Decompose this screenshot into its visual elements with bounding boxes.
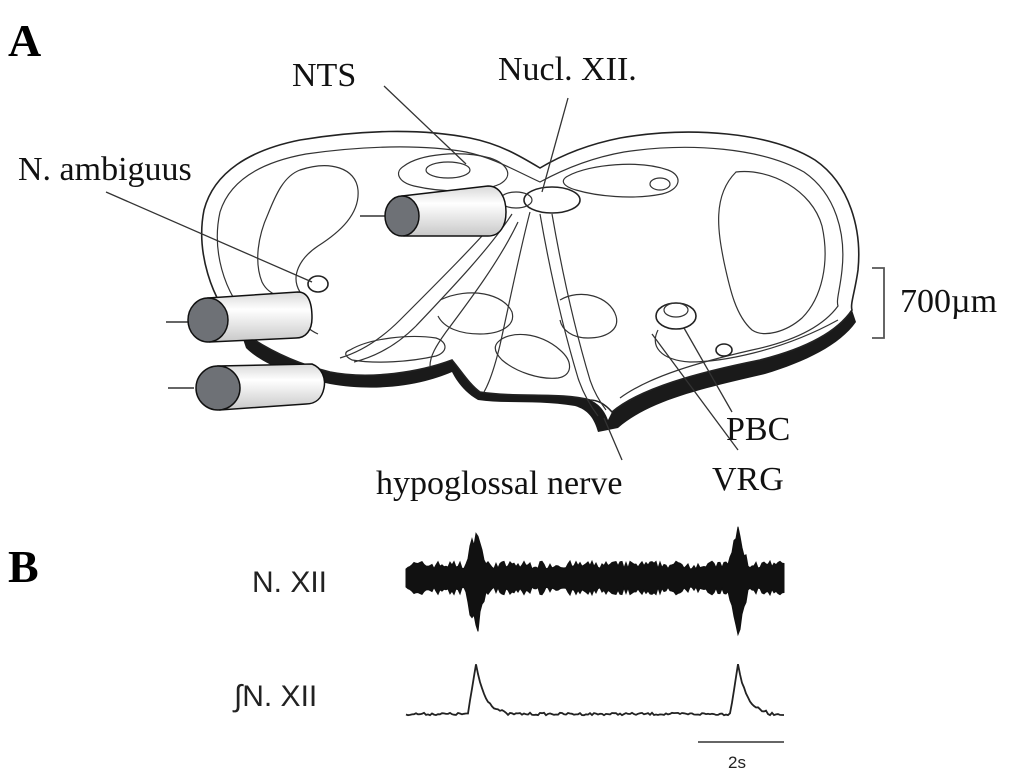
panel-b-letter: B — [8, 541, 39, 592]
trace-raw-label: N. XII — [252, 566, 327, 599]
label-scale: 700µm — [900, 283, 997, 320]
nts-nucleus-left — [426, 162, 470, 178]
midline-raphe-left — [484, 212, 530, 392]
leader-nts — [384, 86, 466, 164]
olive-right — [560, 294, 617, 338]
leader-n-ambiguus — [106, 192, 312, 282]
label-pbc: PBC — [726, 411, 790, 448]
label-nts: NTS — [292, 57, 356, 94]
electrode-top — [360, 186, 506, 236]
nucleus-ambiguus-marker — [308, 276, 328, 292]
right-lateral-region — [719, 172, 825, 334]
slice-inner-contour — [217, 147, 842, 398]
electrode-bottom — [168, 364, 325, 410]
left-lateral-region — [258, 166, 358, 297]
midline-raphe-inner — [540, 214, 598, 416]
olive-left — [438, 293, 513, 334]
time-scale-label: 2s — [728, 753, 746, 772]
integrated-nerve-trace — [406, 664, 784, 715]
label-vrg: VRG — [712, 461, 784, 498]
panel-b: B N. XII ∫N. XII 2s — [8, 527, 784, 772]
panel-a-letter: A — [8, 15, 41, 66]
electrode-middle — [166, 292, 312, 342]
label-n-ambiguus: N. ambiguus — [18, 151, 192, 188]
trace-int-label: ∫N. XII — [232, 680, 317, 713]
nts-region-right — [563, 164, 678, 197]
pbc-marker-inner — [664, 303, 688, 317]
scale-bracket — [872, 268, 884, 338]
panel-a: A — [8, 15, 997, 502]
pbc-marker — [656, 303, 696, 329]
leader-nucl-xii — [542, 98, 568, 192]
pyramid-right — [495, 334, 569, 378]
raw-nerve-trace — [406, 527, 784, 635]
label-hypoglossal-nerve: hypoglossal nerve — [376, 465, 622, 502]
vrg-marker — [716, 344, 732, 356]
label-nucl-xii: Nucl. XII. — [498, 51, 637, 88]
nts-nucleus-right — [650, 178, 670, 190]
